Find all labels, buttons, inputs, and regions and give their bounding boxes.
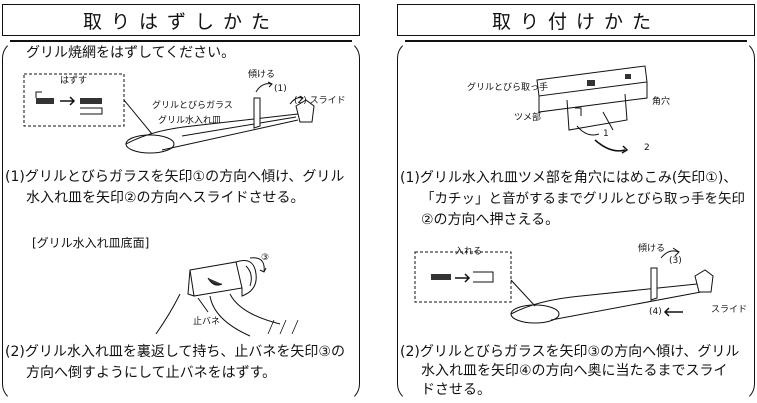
label-tab: ツメ部 [514,113,542,123]
label-arrow-4: (4) [649,307,662,317]
removal-step2-line2: 方向へ倒すようにして止バネをはずす。 [26,365,277,381]
installation-step2-line2: 水入れ皿を矢印④の方向へ奥に当たるまでスライ [421,363,728,379]
label-stop-spring: 止バネ [193,317,221,327]
label-arrow-1: 1 [603,129,609,139]
label-tilt-right: 傾ける [638,244,666,254]
installation-step2-line3: ドさせる。 [421,382,491,398]
label-arrow1: (1) [274,84,287,94]
removal-step1-line1: (1)グリルとびらガラスを矢印①の方向へ傾け、グリル [5,169,345,185]
label-square-hole: 角穴 [652,97,671,107]
installation-step1-line2: 「カチッ」と音がするまでグリルとびら取っ手を矢印 [421,191,745,207]
removal-panel [2,40,360,402]
label-insert: 入れる [455,247,483,257]
label-door-glass: グリルとびらガラス [152,101,233,111]
installation-step2-line1: (2)グリルとびらガラスを矢印③の方向へ傾け、グリル [400,344,740,360]
removal-section: 取りはずしかた グリル焼網をはずしてください。 [2,0,362,403]
label-grill-handle: グリルとびら取っ手 [467,83,549,93]
label-tilt: 傾ける [248,70,276,80]
removal-figure-slide [22,70,342,162]
installation-title: 取り付けかた [397,4,755,36]
removal-step2-line1: (2)グリル水入れ皿を裏返して持ち、止バネを矢印③の [5,344,345,360]
removal-step1-line2: 水入れ皿を矢印②の方向へスライドさせる。 [26,190,305,206]
label-slide: スライド [711,305,748,315]
figure-caption-tray-bottom: [グリル水入れ皿底面] [32,236,150,250]
label-arrow-3: (3) [669,256,682,266]
installation-step1-line1: (1)グリル水入れ皿ツメ部を角穴にはめこみ(矢印①)、 [400,170,738,186]
label-arrow-2: 2 [644,143,650,153]
installation-figure-handle [477,56,677,166]
removal-title: 取りはずしかた [2,4,360,36]
removal-figure-spring [150,248,310,340]
removal-intro: グリル焼網をはずしてください。 [26,45,236,61]
label-arrow3: ③ [261,253,270,263]
installation-panel [397,40,755,402]
installation-step1-line3: ②の方向へ押さえる。 [421,212,560,228]
label-arrow2-slide: (2) スライド [294,96,346,106]
installation-section: 取り付けかた グリルとびら取っ手 角穴 ツメ部 1 2 (1)グリル水入れ皿ツメ… [397,0,757,403]
label-water-tray: グリル水入れ皿 [158,116,222,126]
installation-figure-slide [411,240,741,332]
label-remove: はずす [60,76,88,86]
